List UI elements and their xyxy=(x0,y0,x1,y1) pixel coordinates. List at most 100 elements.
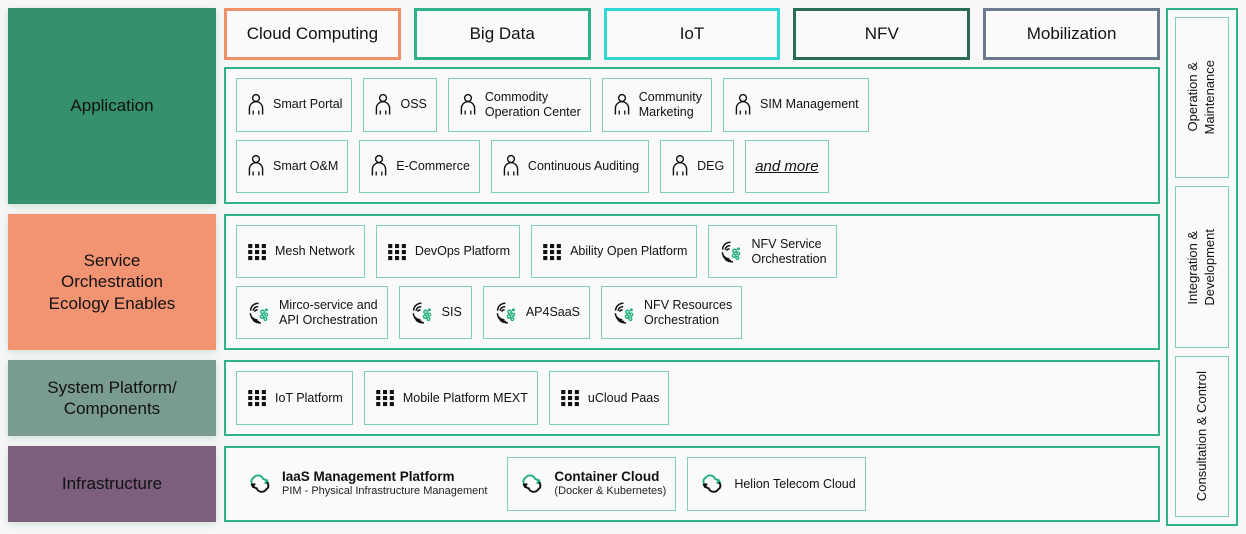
sidebar-item-operation-maintenance-label: Operation &Maintenance xyxy=(1185,60,1217,135)
orchestration-swirl-icon xyxy=(249,301,269,324)
layer-label-application-text: Application xyxy=(70,96,154,116)
infra-cell-iaas-management-platform[interactable]: IaaS Management Platform PIM - Physical … xyxy=(236,457,497,511)
sys-cell-iot-platform[interactable]: IoT Platform xyxy=(236,371,353,425)
tag-iot[interactable]: IoT xyxy=(603,8,781,60)
grid-dots-icon xyxy=(376,390,394,407)
application-row-bottom: Smart O&M E-Commerce Continuous Auditing… xyxy=(236,139,1148,193)
tag-cloud-computing[interactable]: Cloud Computing xyxy=(224,8,401,60)
layer-stack: Application Cloud Computing Big Data IoT… xyxy=(8,8,1160,526)
svc-cell-sis[interactable]: SIS xyxy=(398,286,472,339)
app-cell-smart-portal-label: Smart Portal xyxy=(273,97,343,112)
infra-cell-container-cloud[interactable]: Container Cloud (Docker & Kubernetes) xyxy=(507,457,677,511)
app-cell-deg-label: DEG xyxy=(697,158,725,173)
person-icon xyxy=(735,93,751,115)
app-cell-sim-management-label: SIM Management xyxy=(759,97,859,112)
tag-mobilization[interactable]: Mobilization xyxy=(983,8,1160,60)
right-sidebar: Operation &Maintenance Integration &Deve… xyxy=(1166,8,1238,526)
app-cell-smart-om-label: Smart O&M xyxy=(273,158,339,173)
grid-dots-icon xyxy=(248,243,266,260)
svc-cell-ability-open-platform[interactable]: Ability Open Platform xyxy=(531,225,698,278)
person-icon xyxy=(614,93,630,115)
svc-cell-ap4saas[interactable]: AP4SaaS xyxy=(482,286,591,339)
app-cell-smart-om[interactable]: Smart O&M xyxy=(236,139,349,193)
sys-cell-iot-platform-label: IoT Platform xyxy=(275,390,343,405)
sidebar-item-consultation-control[interactable]: Consultation & Control xyxy=(1175,355,1229,517)
infrastructure-body: IaaS Management Platform PIM - Physical … xyxy=(224,446,1160,522)
application-tag-row: Cloud Computing Big Data IoT NFV Mobiliz… xyxy=(224,8,1160,60)
tag-nfv[interactable]: NFV xyxy=(793,8,971,60)
sys-cell-ucloud-paas[interactable]: uCloud Paas xyxy=(548,371,670,425)
service-panel: Mesh Network DevOps Platform Ability Ope… xyxy=(224,214,1160,350)
infrastructure-panel: IaaS Management Platform PIM - Physical … xyxy=(224,446,1160,522)
grid-dots-icon xyxy=(543,243,561,260)
svc-cell-ap4saas-label: AP4SaaS xyxy=(525,305,581,320)
svc-cell-devops-platform-label: DevOps Platform xyxy=(414,244,511,259)
orchestration-swirl-icon xyxy=(614,301,634,324)
cloud-refresh-icon xyxy=(522,474,542,493)
cloud-refresh-icon xyxy=(702,474,722,493)
app-cell-continuous-auditing[interactable]: Continuous Auditing xyxy=(490,139,650,193)
app-cell-deg[interactable]: DEG xyxy=(660,139,735,193)
layer-application: Application Cloud Computing Big Data IoT… xyxy=(8,8,1160,204)
svc-cell-devops-platform[interactable]: DevOps Platform xyxy=(375,225,521,278)
system-platform-body: IoT Platform Mobile Platform MEXT uCloud… xyxy=(224,360,1160,436)
infra-cell-helion-telecom-cloud-label: Helion Telecom Cloud xyxy=(734,476,856,491)
infra-cell-container-cloud-sub: (Docker & Kubernetes) xyxy=(554,485,667,498)
infra-cell-helion-telecom-cloud[interactable]: Helion Telecom Cloud xyxy=(687,457,866,511)
layer-label-application: Application xyxy=(8,8,216,204)
app-cell-smart-portal[interactable]: Smart Portal xyxy=(236,78,353,132)
system-platform-row: IoT Platform Mobile Platform MEXT uCloud… xyxy=(236,371,1148,425)
person-icon xyxy=(248,93,264,115)
infra-cell-container-cloud-label: Container Cloud xyxy=(554,469,660,485)
service-row-top: Mesh Network DevOps Platform Ability Ope… xyxy=(236,225,1148,278)
tag-big-data[interactable]: Big Data xyxy=(413,8,591,60)
tag-nfv-label: NFV xyxy=(864,24,899,43)
app-cell-e-commerce[interactable]: E-Commerce xyxy=(359,139,480,193)
person-icon xyxy=(376,93,391,115)
person-icon xyxy=(248,155,264,176)
tag-big-data-label: Big Data xyxy=(469,24,535,43)
layer-system-platform: System Platform/Components IoT Platform … xyxy=(8,360,1160,436)
service-body: Mesh Network DevOps Platform Ability Ope… xyxy=(224,214,1160,350)
svc-cell-mesh-network[interactable]: Mesh Network xyxy=(236,225,365,278)
infra-cell-iaas-text: IaaS Management Platform PIM - Physical … xyxy=(282,469,487,498)
app-cell-oss[interactable]: OSS xyxy=(363,78,437,132)
grid-dots-icon xyxy=(388,243,406,260)
cloud-refresh-icon xyxy=(250,474,270,493)
infra-cell-iaas-management-platform-label: IaaS Management Platform xyxy=(282,469,455,485)
orchestration-swirl-icon xyxy=(722,240,741,263)
grid-dots-icon xyxy=(248,390,266,407)
tag-iot-label: IoT xyxy=(679,24,705,43)
tag-cloud-computing-label: Cloud Computing xyxy=(246,24,379,43)
sidebar-item-integration-development-label: Integration &Development xyxy=(1185,228,1217,306)
sidebar-item-integration-development[interactable]: Integration &Development xyxy=(1175,186,1229,348)
app-cell-continuous-auditing-label: Continuous Auditing xyxy=(527,158,640,173)
app-cell-and-more[interactable]: and more xyxy=(745,139,829,193)
app-cell-sim-management[interactable]: SIM Management xyxy=(722,78,869,132)
svc-cell-ability-open-platform-label: Ability Open Platform xyxy=(570,244,688,259)
sidebar-item-operation-maintenance[interactable]: Operation &Maintenance xyxy=(1175,17,1229,179)
layer-label-infrastructure-text: Infrastructure xyxy=(61,474,163,494)
infrastructure-row: IaaS Management Platform PIM - Physical … xyxy=(236,457,1148,511)
application-body: Cloud Computing Big Data IoT NFV Mobiliz… xyxy=(224,8,1160,204)
sys-cell-ucloud-paas-label: uCloud Paas xyxy=(587,390,660,405)
orchestration-swirl-icon xyxy=(412,301,431,324)
sys-cell-mobile-platform-mext[interactable]: Mobile Platform MEXT xyxy=(363,371,538,425)
infra-cell-iaas-management-platform-sub: PIM - Physical Infrastructure Management xyxy=(282,485,488,498)
